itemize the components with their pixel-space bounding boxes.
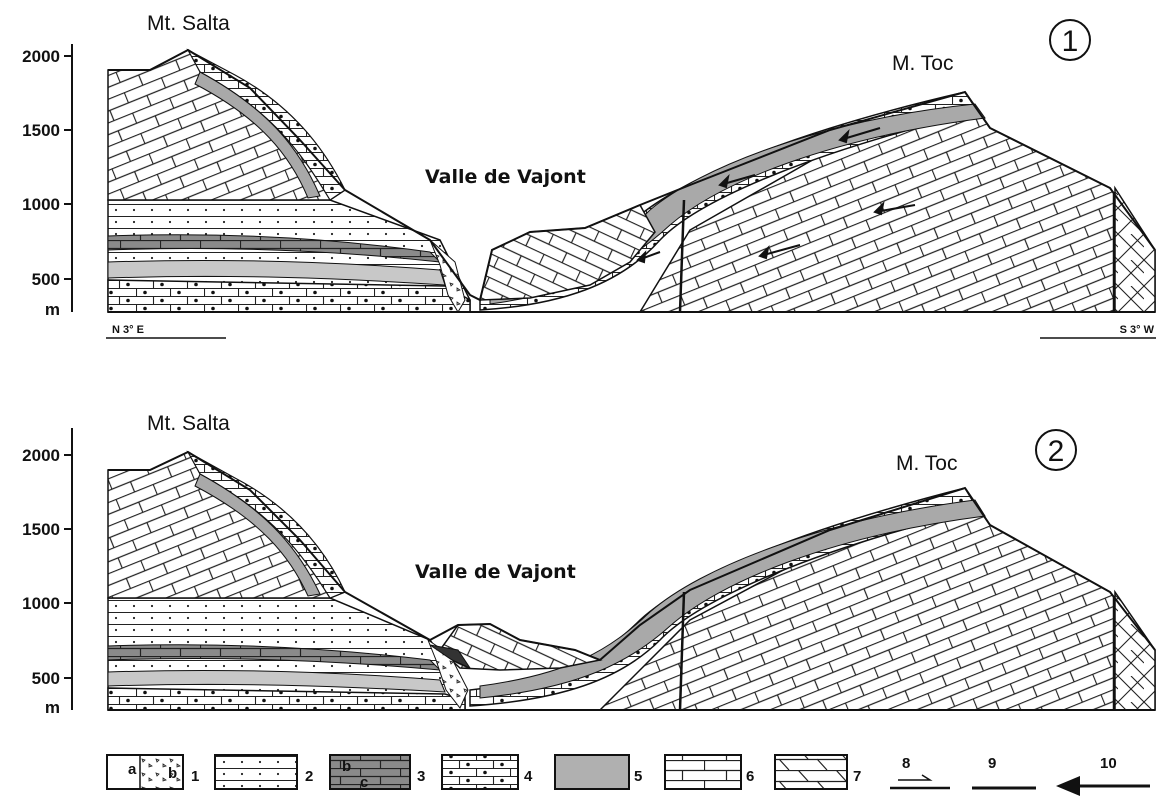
svg-text:8: 8 (902, 755, 910, 772)
y-unit: m (45, 698, 60, 717)
svg-text:2: 2 (305, 768, 313, 785)
legend-item-9: 9 (972, 755, 1036, 788)
section-2: 2000 1500 1000 500 m (22, 412, 1155, 717)
svg-text:1: 1 (191, 768, 199, 785)
svg-text:2: 2 (1048, 435, 1065, 468)
svg-text:10: 10 (1100, 755, 1117, 772)
svg-text:5: 5 (634, 768, 642, 785)
section-1: 2000 1500 1000 500 m (22, 12, 1156, 338)
svg-text:b: b (342, 758, 351, 775)
legend-item-6: 6 (665, 755, 754, 789)
y-tick-1500: 1500 (22, 121, 60, 140)
svg-text:7: 7 (853, 768, 861, 785)
orientation-left: N 3° E (106, 324, 226, 338)
legend-item-1: a b 1 (107, 755, 199, 789)
svg-text:3: 3 (417, 768, 425, 785)
y-unit: m (45, 300, 60, 319)
legend-item-3: b c 3 (330, 755, 425, 791)
panel-number-2: 2 (1036, 430, 1076, 470)
svg-text:c: c (360, 774, 368, 791)
y-tick-2000: 2000 (22, 47, 60, 66)
legend-item-2: 2 (215, 755, 313, 789)
y-axis: 2000 1500 1000 500 m (22, 44, 72, 319)
legend-item-8: 8 (890, 755, 950, 788)
y-tick-2000: 2000 (22, 446, 60, 465)
y-tick-500: 500 (32, 669, 60, 688)
svg-text:b: b (168, 765, 177, 782)
panel-number-1: 1 (1050, 20, 1090, 60)
label-m-toc: M. Toc (892, 52, 953, 75)
svg-text:1: 1 (1062, 25, 1079, 58)
cross-section-1 (108, 50, 1155, 312)
svg-text:S 3° W: S 3° W (1120, 324, 1155, 336)
label-m-toc: M. Toc (896, 452, 957, 475)
legend-item-4: 4 (442, 755, 533, 789)
label-mt-salta: Mt. Salta (147, 12, 230, 35)
cross-section-2 (108, 452, 1155, 710)
orientation-right: S 3° W (1040, 324, 1156, 338)
legend-item-7: 7 (775, 755, 861, 789)
label-valle-de-vajont: Valle de Vajont (425, 166, 586, 188)
svg-text:N 3° E: N 3° E (112, 324, 144, 336)
label-valle-de-vajont: Valle de Vajont (415, 561, 576, 583)
svg-text:a: a (128, 761, 137, 778)
legend: a b 1 2 b c 3 4 5 6 (107, 755, 1150, 796)
legend-item-5: 5 (555, 755, 642, 789)
y-tick-1000: 1000 (22, 594, 60, 613)
y-tick-1000: 1000 (22, 195, 60, 214)
legend-item-10: 10 (1056, 755, 1150, 796)
svg-text:9: 9 (988, 755, 996, 772)
y-axis: 2000 1500 1000 500 m (22, 428, 72, 717)
svg-text:6: 6 (746, 768, 754, 785)
y-tick-1500: 1500 (22, 520, 60, 539)
svg-text:4: 4 (524, 768, 533, 785)
label-mt-salta: Mt. Salta (147, 412, 230, 435)
y-tick-500: 500 (32, 270, 60, 289)
